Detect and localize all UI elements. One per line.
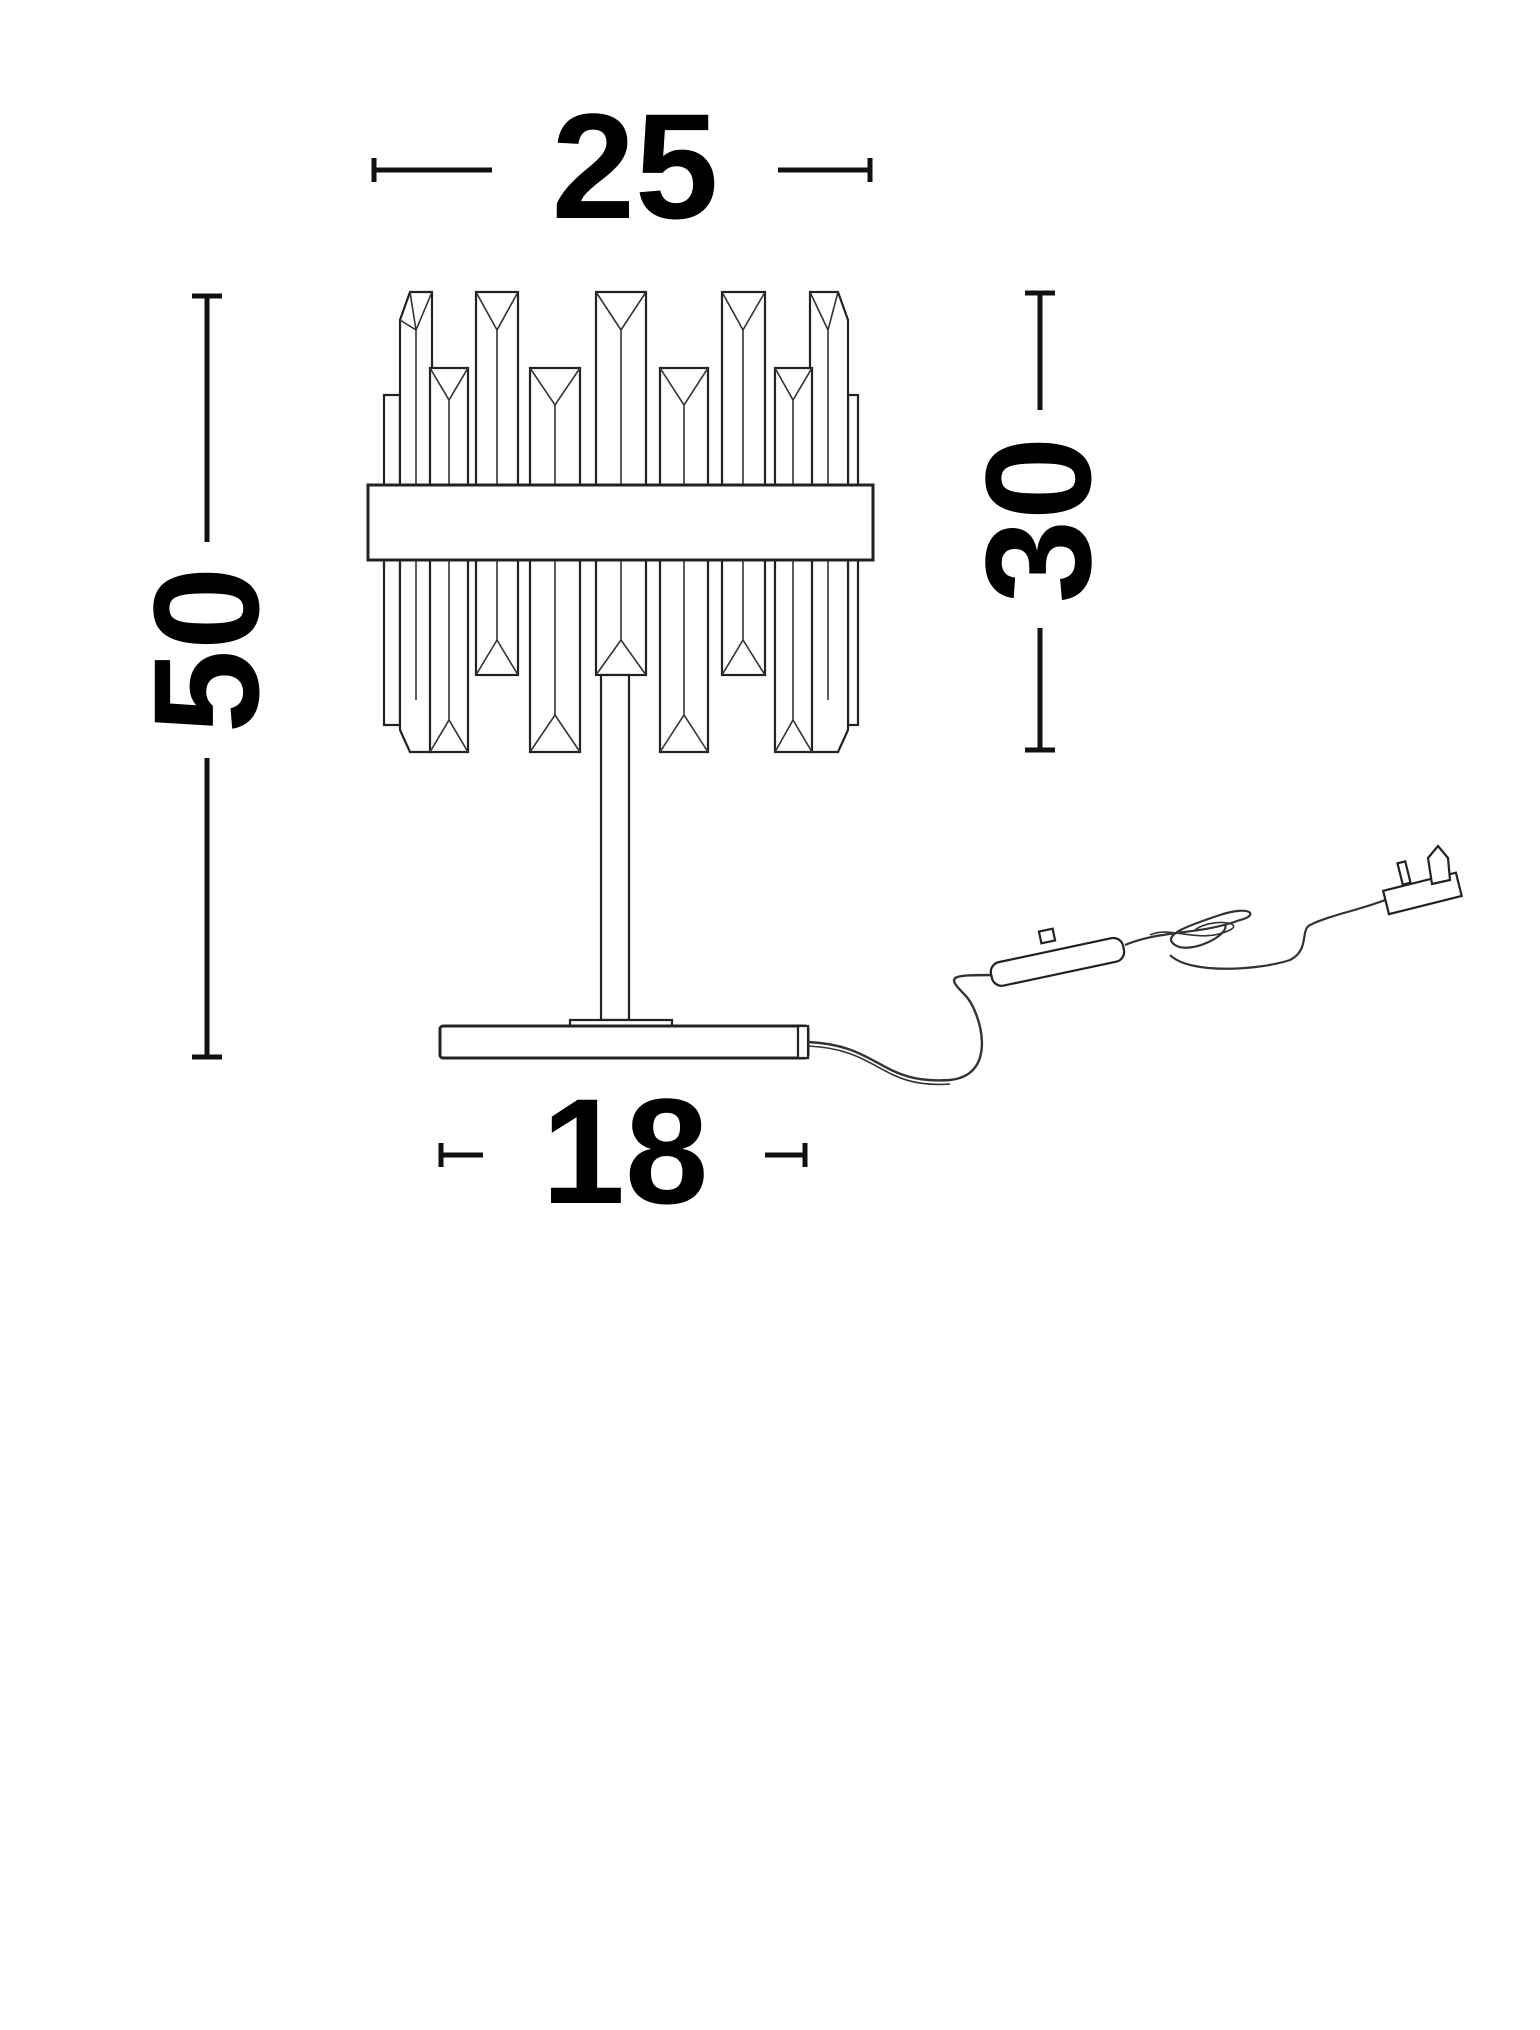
dimension-height-total: 50	[122, 293, 290, 1060]
dimension-width-top: 25	[371, 82, 873, 250]
dimension-label-18: 18	[542, 1067, 709, 1235]
dimension-label-30: 30	[954, 437, 1122, 604]
plug-icon	[1381, 844, 1464, 916]
lamp-shade	[366, 290, 875, 754]
inline-switch	[989, 927, 1126, 987]
dimension-label-50: 50	[122, 567, 290, 734]
lamp-stand	[438, 673, 810, 1060]
power-cord	[807, 844, 1464, 1086]
dimension-label-25: 25	[552, 82, 719, 250]
dimension-height-shade: 30	[954, 290, 1122, 753]
dimension-width-base: 18	[438, 1067, 808, 1235]
shade-band	[366, 483, 875, 562]
lamp-base	[438, 1024, 810, 1060]
